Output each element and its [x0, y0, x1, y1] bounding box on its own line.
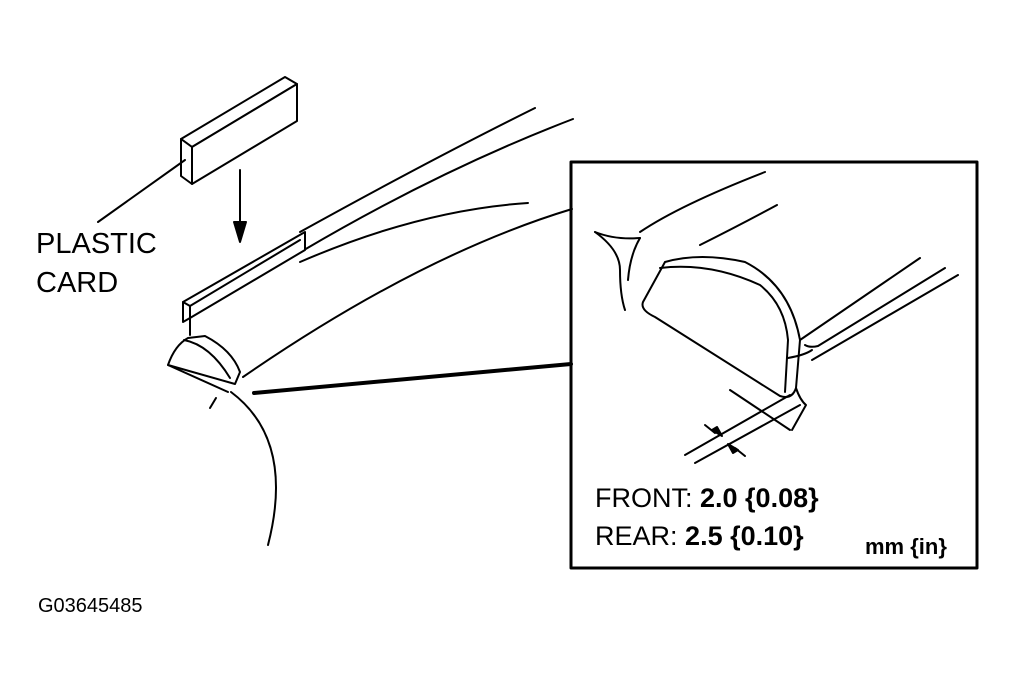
front-clearance-spec: FRONT: 2.0 {0.08}: [595, 485, 819, 512]
detail-leader-line: [252, 362, 573, 395]
front-label: FRONT:: [595, 483, 693, 513]
units-label: mm {in}: [865, 534, 947, 559]
label-card: CARD: [36, 267, 119, 299]
rear-clearance-spec: REAR: 2.5 {0.10}: [595, 523, 804, 550]
down-arrow-icon: [233, 169, 247, 243]
detail-profile-drawing: [594, 171, 959, 464]
detail-inset-frame: [569, 160, 979, 570]
rear-label: REAR:: [595, 521, 678, 551]
weatherstrip-outline: [167, 107, 574, 546]
plastic-card-icon: [180, 76, 298, 185]
front-value: 2.0 {0.08}: [700, 483, 819, 513]
card-leader-line: [97, 159, 186, 223]
figure-id: G03645485: [38, 595, 143, 617]
label-plastic: PLASTIC: [36, 228, 157, 260]
rear-value: 2.5 {0.10}: [685, 521, 804, 551]
